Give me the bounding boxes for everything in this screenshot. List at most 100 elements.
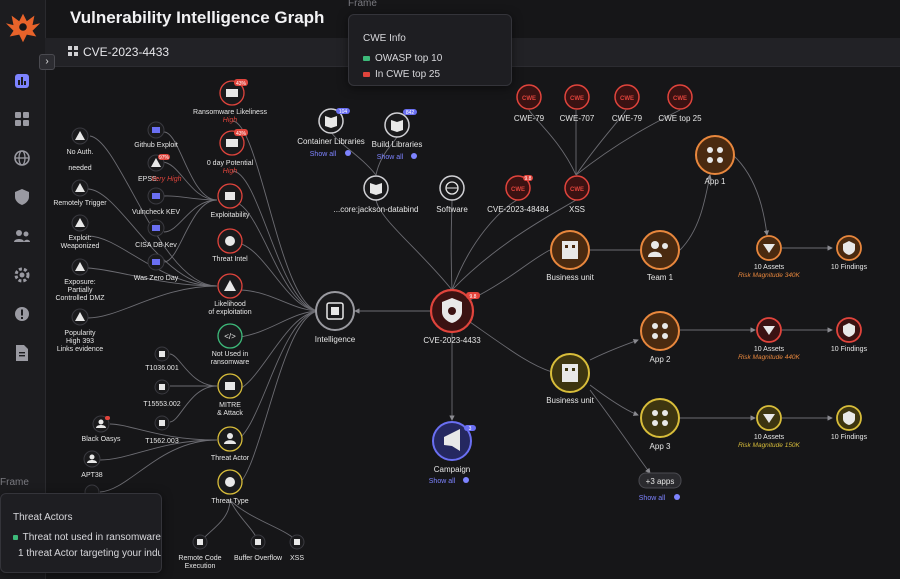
node-likelihood[interactable]: Likelihood of exploitation (208, 273, 252, 316)
globe-icon[interactable] (13, 149, 31, 167)
apps-show-all[interactable]: Show all (639, 495, 666, 502)
alert-icon[interactable] (13, 305, 31, 323)
svg-text:Links evidence: Links evidence (57, 346, 103, 353)
node-business-unit-2[interactable]: Business unit (546, 353, 595, 405)
phoenix-logo-icon (5, 13, 41, 43)
svg-text:Partially: Partially (68, 287, 93, 294)
node-intelligence[interactable]: Intelligence (315, 291, 356, 344)
svg-text:T1036.001: T1036.001 (145, 365, 179, 372)
node-assets-1[interactable]: 10 Assets Risk Magnitude 340K (738, 235, 801, 279)
node-findings-3[interactable]: 10 Findings (831, 405, 868, 441)
node-epss[interactable]: 97% EPSS: Very High (138, 154, 182, 183)
node-cve-48484[interactable]: CWE 9.8 CVE-2023-48484 (487, 175, 549, 214)
svg-text:CWE-79: CWE-79 (514, 114, 545, 123)
node-remotely-trigger[interactable]: Remotely Trigger (53, 179, 107, 207)
node-software[interactable]: Software (436, 175, 468, 214)
node-findings-2[interactable]: 10 Findings (831, 317, 868, 353)
node-assets-2[interactable]: 10 Assets Risk Magnitude 440K (738, 317, 801, 361)
dashboard-icon[interactable] (13, 72, 31, 90)
svg-text:43%: 43% (236, 81, 247, 87)
node-xss-type[interactable]: XSS (289, 534, 305, 562)
threat-actors-tooltip: Threat Actors Threat not used in ransomw… (0, 493, 162, 573)
node-campaign[interactable]: 3 Campaign Show all (429, 421, 476, 485)
shield-icon (152, 193, 160, 199)
shield-icon (843, 323, 855, 337)
node-more-apps[interactable]: +3 apps Show all (638, 472, 682, 502)
node-was-zero-day[interactable]: Was Zero Day (134, 253, 179, 282)
node-app-3[interactable]: App 3 (640, 398, 680, 451)
node-no-auth[interactable]: No Auth. needed (67, 127, 94, 172)
svg-text:Threat Actor: Threat Actor (211, 455, 250, 462)
node-team-1[interactable]: Team 1 (640, 230, 680, 282)
node-threat-type[interactable]: Threat Type (211, 469, 249, 505)
node-cwe707[interactable]: CWE CWE-707 (560, 84, 595, 123)
campaign-show-all[interactable]: Show all (429, 478, 456, 485)
svg-text:CWE: CWE (620, 96, 634, 102)
node-build-libraries[interactable]: 842 Build Libraries Show all (372, 109, 423, 161)
svg-text:App 3: App 3 (650, 442, 671, 451)
node-app-1[interactable]: App 1 (695, 135, 735, 186)
node-vulncheck[interactable]: Vulncheck KEV (132, 187, 180, 216)
node-buffer-overflow[interactable]: Buffer Overflow (234, 534, 283, 562)
node-business-unit-1[interactable]: Business unit (546, 230, 595, 282)
node-cwe79a[interactable]: CWE CWE-79 (514, 84, 545, 123)
svg-text:Popularity: Popularity (64, 330, 96, 337)
node-zero-day-potential[interactable]: 43% 0 day Potential High (207, 129, 254, 175)
node-threat-intel[interactable]: Threat Intel (212, 228, 248, 263)
threat-actors-item: Threat not used in ransomware (13, 532, 161, 543)
node-cwe79b[interactable]: CWE CWE-79 (612, 84, 643, 123)
node-github-exploit[interactable]: Github Exploit (134, 121, 178, 149)
node-ransomware-likeliness[interactable]: 43% Ransomware Likeliness High (193, 79, 267, 124)
node-jackson[interactable]: ...core:jackson-databind (334, 175, 419, 214)
node-exploitability[interactable]: Exploitability (211, 183, 250, 219)
shield-icon (843, 411, 855, 425)
svg-text:Buffer Overflow: Buffer Overflow (234, 555, 283, 562)
build-show-all[interactable]: Show all (377, 154, 404, 161)
node-cve-center[interactable]: 9.8 CVE-2023-4433 (423, 288, 481, 345)
svg-text:Threat Intel: Threat Intel (212, 256, 248, 263)
svg-text:Vulncheck KEV: Vulncheck KEV (132, 209, 180, 216)
svg-text:Weaponized: Weaponized (61, 243, 100, 250)
node-black-oasys[interactable]: Black Oasys (82, 415, 121, 443)
shield-icon (225, 192, 235, 200)
threat-actors-title: Threat Actors (13, 512, 73, 523)
apps-icon[interactable] (13, 110, 31, 128)
svg-text:9.8: 9.8 (525, 176, 532, 182)
node-apt38[interactable]: APT38 (81, 450, 103, 479)
node-xss[interactable]: CWE XSS (564, 175, 590, 214)
sidebar (0, 0, 46, 579)
shield-icon[interactable] (13, 188, 31, 206)
svg-text:Intelligence: Intelligence (315, 335, 356, 344)
svg-text:ransomware: ransomware (211, 359, 250, 366)
node-cwe-top25[interactable]: CWE CWE top 25 (658, 84, 702, 123)
svg-text:CISA DB Kev: CISA DB Kev (135, 242, 177, 249)
tab-cve[interactable]: CVE-2023-4433 (68, 45, 169, 59)
node-not-used-ransomware[interactable]: </> Not Used in ransomware (211, 323, 250, 366)
node-t1036[interactable]: T1036.001 (145, 346, 179, 372)
svg-text:842: 842 (406, 110, 415, 116)
shield-icon (843, 241, 855, 255)
node-t15553[interactable]: T15553.002 (143, 379, 181, 408)
svg-text:needed: needed (68, 165, 91, 172)
document-icon[interactable] (13, 344, 31, 362)
sidebar-collapse-button[interactable]: › (39, 54, 55, 70)
node-mitre[interactable]: MITRE & Attack (217, 373, 243, 417)
node-findings-1[interactable]: 10 Findings (831, 235, 868, 271)
node-container-libraries[interactable]: 104 Container Libraries Show all (297, 108, 365, 158)
gear-icon[interactable] (13, 266, 31, 284)
node-exposure[interactable]: Exposure: Partially Controlled DMZ (55, 258, 105, 302)
cwe-icon: CWE (570, 187, 584, 193)
node-weaponized[interactable]: Exploit: Weaponized (61, 214, 100, 250)
cwe-icon: CWE (511, 187, 525, 193)
node-threat-actor[interactable]: Threat Actor (211, 426, 250, 462)
node-t1562[interactable]: T1562.003 (145, 415, 179, 445)
node-cisa[interactable]: CISA DB Kev (135, 219, 177, 249)
users-icon[interactable] (13, 227, 31, 245)
node-popularity[interactable]: Popularity High 393 Links evidence (57, 308, 103, 353)
node-app-2[interactable]: App 2 (640, 311, 680, 364)
node-rce[interactable]: Remote Code Execution (178, 534, 222, 570)
threat-actors-item: 1 threat Actor targeting your indust (18, 548, 162, 559)
node-assets-3[interactable]: 10 Assets Risk Magnitude 150K (738, 405, 801, 449)
container-show-all[interactable]: Show all (310, 151, 337, 158)
svg-text:No Auth.: No Auth. (67, 149, 94, 156)
